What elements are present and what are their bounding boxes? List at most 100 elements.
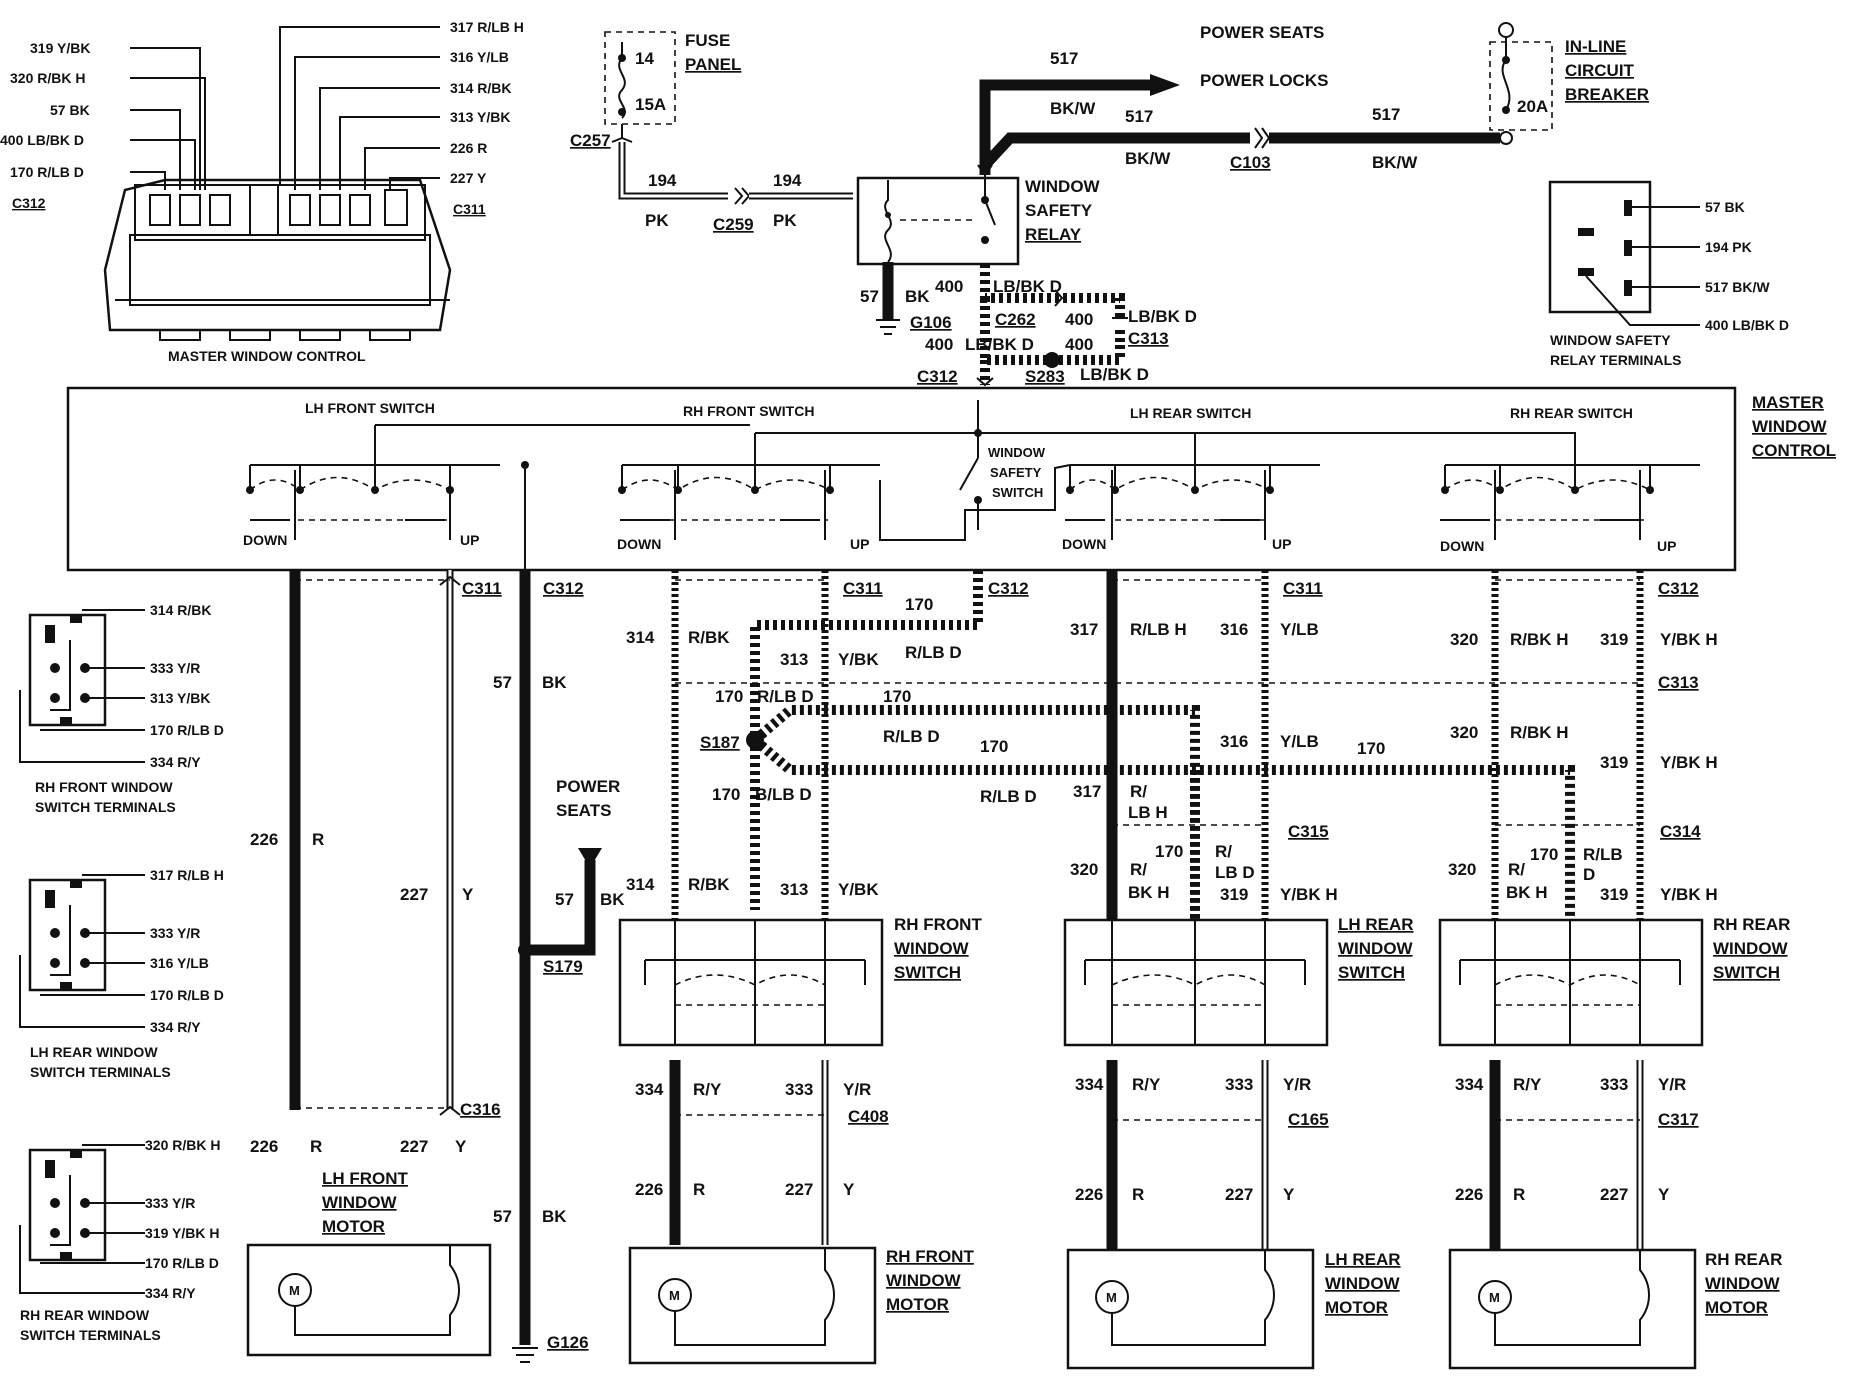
- terminal-inset-rh-rear: 320 R/BK H 333 Y/R 319 Y/BK H 170 R/LB D…: [19, 1137, 220, 1343]
- mwc-connector-left: C312: [12, 195, 46, 211]
- power-seats-label-1: POWER: [556, 777, 620, 796]
- lh-front-227b: 227: [400, 1137, 428, 1156]
- wire-517-1: 517: [1050, 49, 1078, 68]
- lh-front-motor-1: LH FRONT: [322, 1169, 409, 1188]
- rh-rear-333-color: Y/R: [1658, 1075, 1686, 1094]
- relay-pin-57: 57 BK: [1705, 199, 1745, 215]
- lh-rear-317: 317: [1070, 620, 1098, 639]
- lh-rear-317b-color-2: LB H: [1128, 803, 1168, 822]
- lhr-term-caption-2: SWITCH TERMINALS: [30, 1064, 171, 1080]
- rhr-term-pin-0: 320 R/BK H: [145, 1137, 220, 1153]
- rh-rear-319: 319: [1600, 630, 1628, 649]
- connector-c257: C257: [570, 131, 611, 150]
- wire-517-2: 517: [1125, 107, 1153, 126]
- wire-194-b-color: PK: [773, 211, 797, 230]
- fuse-panel-label-2: PANEL: [685, 55, 741, 74]
- connector-c259: C259: [713, 215, 754, 234]
- master-window-control-view: 319 Y/BK 320 R/BK H 57 BK 400 LB/BK D 17…: [0, 19, 524, 364]
- ground-57c: 57: [493, 1207, 512, 1226]
- lhr-term-pin-4: 334 R/Y: [150, 1019, 201, 1035]
- rh-front-170e-color: R/LB D: [980, 787, 1037, 806]
- lh-rear-334-color: R/Y: [1132, 1075, 1161, 1094]
- rhf-term-pin-1: 333 Y/R: [150, 660, 200, 676]
- rh-front-333-color: Y/R: [843, 1080, 871, 1099]
- connector-c312-relay: C312: [917, 367, 958, 386]
- lh-rear-170b-color-2: LB D: [1215, 863, 1255, 882]
- circuit-517: POWER SEATS POWER LOCKS 517 BK/W 517 BK/…: [979, 23, 1500, 175]
- rh-rear-switch-1: RH REAR: [1713, 915, 1790, 934]
- wire-517-3: 517: [1372, 105, 1400, 124]
- wire-517-2-color: BK/W: [1125, 149, 1171, 168]
- master-control-label-1: MASTER: [1752, 393, 1824, 412]
- rh-rear-320: 320: [1450, 630, 1478, 649]
- rhr-term-pin-2: 319 Y/BK H: [145, 1225, 219, 1241]
- lhr-term-pin-3: 170 R/LB D: [150, 987, 224, 1003]
- wire-400-d: 400: [1065, 335, 1093, 354]
- master-control-label-3: CONTROL: [1752, 441, 1836, 460]
- rh-rear-227: 227: [1600, 1185, 1628, 1204]
- lh-rear-switch-1: LH REAR: [1338, 915, 1414, 934]
- ground-57b: 57: [555, 890, 574, 909]
- lh-rear-317-color: R/LB H: [1130, 620, 1187, 639]
- breaker-label-2: CIRCUIT: [1565, 61, 1635, 80]
- lh-rear-up: UP: [1272, 536, 1291, 552]
- lh-front-226: 226: [250, 830, 278, 849]
- rh-rear-320-color: R/BK H: [1510, 630, 1569, 649]
- rh-rear-320b-color: R/BK H: [1510, 723, 1569, 742]
- lh-rear-c311: C311: [1283, 579, 1323, 598]
- rh-front-314-color: R/BK: [688, 628, 730, 647]
- lh-rear-170: 170: [1357, 739, 1385, 758]
- lh-rear-320: 320: [1070, 860, 1098, 879]
- rh-front-170c: 170: [883, 687, 911, 706]
- lh-rear-226: 226: [1075, 1185, 1103, 1204]
- rh-front-170e: 170: [980, 737, 1008, 756]
- mwc-pin-left-3: 400 LB/BK D: [0, 132, 84, 148]
- rh-rear-319c: 319: [1600, 885, 1628, 904]
- rh-front-313b-color: Y/BK: [838, 880, 879, 899]
- rh-front-up: UP: [850, 536, 869, 552]
- rh-rear-up: UP: [1657, 538, 1676, 554]
- wire-517-1-color: BK/W: [1050, 99, 1096, 118]
- lh-rear-switch-3: SWITCH: [1338, 963, 1405, 982]
- master-control-box: MASTER WINDOW CONTROL LH FRONT SWITCH RH…: [66, 386, 1836, 572]
- switch-label-rh-front: RH FRONT SWITCH: [683, 403, 814, 419]
- rh-rear-170-color-1: R/LB: [1583, 845, 1623, 864]
- rhf-term-caption-1: RH FRONT WINDOW: [35, 779, 173, 795]
- lhr-term-pin-2: 316 Y/LB: [150, 955, 209, 971]
- circuit-194: 194 PK C259 194 PK: [618, 142, 853, 234]
- lh-front-227: 227: [400, 885, 428, 904]
- mwc-pin-left-1: 320 R/BK H: [10, 70, 85, 86]
- rh-front-170b-color: R/LB D: [757, 687, 814, 706]
- lh-rear-switch-2: WINDOW: [1338, 939, 1414, 958]
- rh-front-c408: C408: [848, 1107, 889, 1126]
- ground-g106: G106: [910, 313, 952, 332]
- rh-rear-c312: C312: [1658, 579, 1699, 598]
- safety-switch-label-2: SAFETY: [990, 465, 1042, 480]
- rhr-term-pin-3: 170 R/LB D: [145, 1255, 219, 1271]
- relay-label-2: SAFETY: [1025, 201, 1093, 220]
- relay-pin-194: 194 PK: [1705, 239, 1752, 255]
- rh-front-170a: 170: [905, 595, 933, 614]
- lh-rear-316: 316: [1220, 620, 1248, 639]
- lh-rear-316b-color: Y/LB: [1280, 732, 1319, 751]
- relay-label-1: WINDOW: [1025, 177, 1101, 196]
- power-seats-label-2: SEATS: [556, 801, 611, 820]
- mwc-pin-right-2: 314 R/BK: [450, 80, 511, 96]
- rh-rear-333: 333: [1600, 1075, 1628, 1094]
- rh-front-170d: 170: [712, 785, 740, 804]
- rh-rear-170: 170: [1530, 845, 1558, 864]
- ground-g126: G126: [547, 1333, 589, 1352]
- rh-front-227-color: Y: [843, 1180, 855, 1199]
- lh-front-motor-icon: M: [289, 1283, 300, 1298]
- lhr-term-caption-1: LH REAR WINDOW: [30, 1044, 158, 1060]
- lh-rear-motor-1: LH REAR: [1325, 1250, 1401, 1269]
- power-locks: POWER LOCKS: [1200, 71, 1328, 90]
- rh-rear-motor-3: MOTOR: [1705, 1298, 1768, 1317]
- rh-rear-down: DOWN: [1440, 538, 1484, 554]
- relay-terminals-caption-1: WINDOW SAFETY: [1550, 332, 1671, 348]
- lhr-term-pin-1: 333 Y/R: [150, 925, 200, 941]
- ground-57c-color: BK: [542, 1207, 567, 1226]
- relay-pin-400: 400 LB/BK D: [1705, 317, 1789, 333]
- lh-front-226b: 226: [250, 1137, 278, 1156]
